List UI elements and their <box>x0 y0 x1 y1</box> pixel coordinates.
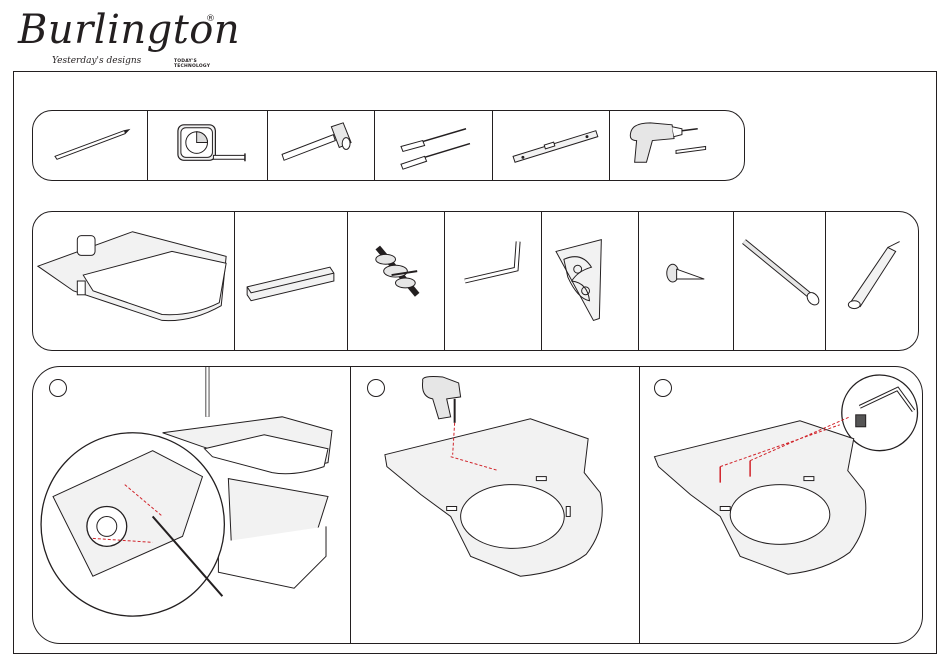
tool-screwdrivers <box>375 111 493 180</box>
drill-icon <box>610 111 746 180</box>
toilet-seat-icon <box>33 212 234 350</box>
part-toilet-seat <box>33 212 235 350</box>
parts-panel <box>32 211 919 351</box>
instruction-frame <box>13 71 937 654</box>
step-1 <box>33 367 351 643</box>
screwdrivers-icon <box>375 111 492 180</box>
tool-hammer <box>268 111 375 180</box>
spirit-level-icon <box>493 111 609 180</box>
tool-pencil <box>33 111 148 180</box>
tool-spirit-level <box>493 111 610 180</box>
allen-key-icon <box>445 212 541 350</box>
tape-measure-icon <box>148 111 267 180</box>
part-long-screw <box>734 212 826 350</box>
burlington-logo: Burlington ® Yesterday's designs TODAY'S… <box>14 4 234 68</box>
part-spacer-block <box>235 212 348 350</box>
long-screw-icon <box>734 212 825 350</box>
toilet-pan-illustration <box>33 367 350 643</box>
cistern-bracket-icon <box>542 212 638 350</box>
tools-panel <box>32 110 745 181</box>
fit-bolts-illustration <box>640 367 924 643</box>
part-cistern-bracket <box>542 212 639 350</box>
brand-tagline-caps: TODAY'S TECHNOLOGY <box>174 59 234 69</box>
hinge-bolt-icon <box>348 212 444 350</box>
part-wall-plug <box>826 212 920 350</box>
step-2 <box>351 367 640 643</box>
drilling-illustration <box>351 367 639 643</box>
part-hinge-bolt <box>348 212 445 350</box>
steps-panel <box>32 366 923 644</box>
brand-tagline: Yesterday's designs <box>52 56 141 66</box>
tool-drill <box>610 111 746 180</box>
pencil-icon <box>33 111 147 180</box>
step-3 <box>640 367 924 643</box>
hammer-icon <box>268 111 374 180</box>
part-allen-key <box>445 212 542 350</box>
registered-mark: ® <box>206 14 215 24</box>
tool-tape-measure <box>148 111 268 180</box>
brand-name: Burlington <box>18 4 240 56</box>
screw-icon <box>639 212 733 350</box>
wall-plug-icon <box>826 212 920 350</box>
spacer-block-icon <box>235 212 347 350</box>
part-screw <box>639 212 734 350</box>
